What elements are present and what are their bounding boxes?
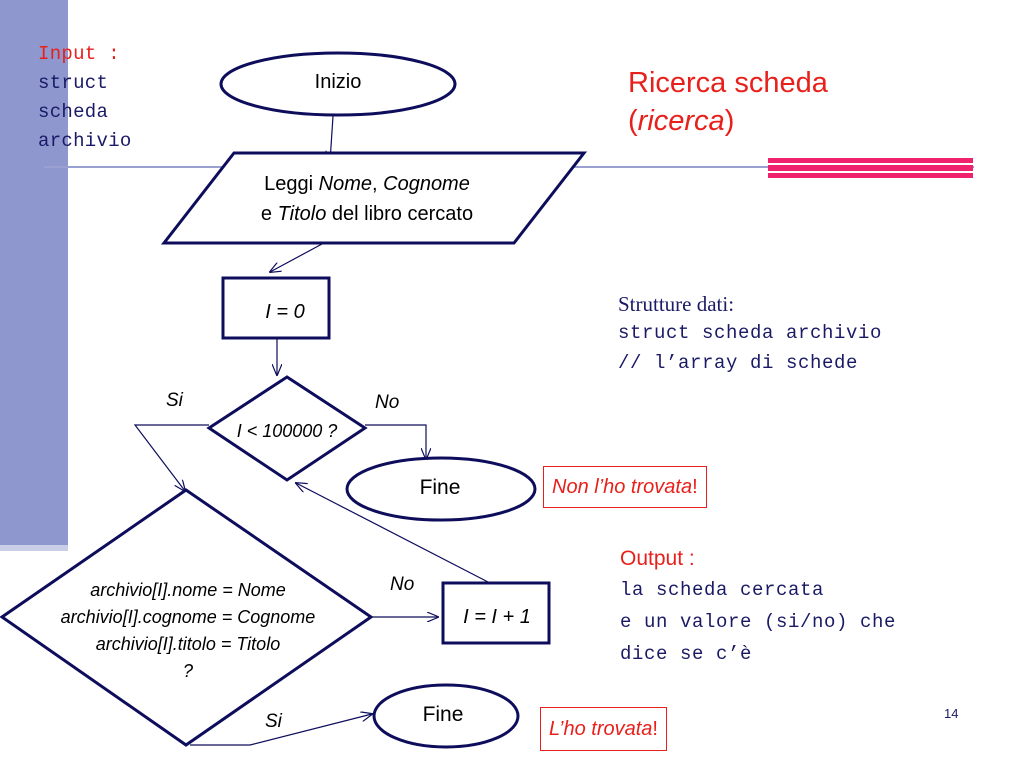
read-comma: , bbox=[372, 173, 383, 195]
match-line: archivio[I].nome = Nome bbox=[90, 580, 286, 600]
read-text: Leggi bbox=[264, 173, 319, 195]
yes-label: Si bbox=[265, 711, 283, 732]
no-label: No bbox=[390, 574, 414, 595]
data-structures-line: struct scheda archivio bbox=[618, 322, 883, 344]
increment-label: I = I + 1 bbox=[463, 606, 531, 628]
arrow-match-yes bbox=[190, 714, 372, 746]
read-text: del libro cercato bbox=[326, 203, 473, 225]
not-found-bang: ! bbox=[692, 476, 698, 498]
data-structures-heading: Strutture dati: bbox=[618, 292, 735, 316]
title-paren-open: ( bbox=[628, 105, 638, 137]
input-line: scheda bbox=[38, 101, 109, 123]
flow-connectors bbox=[133, 115, 489, 746]
arrow-loop-no bbox=[365, 424, 426, 459]
start-terminal bbox=[219, 51, 457, 117]
title-line: Ricerca scheda bbox=[628, 67, 828, 99]
data-structures-line: // l’array di schede bbox=[618, 352, 859, 374]
end-label: Fine bbox=[423, 703, 464, 726]
end-terminal-found bbox=[372, 683, 520, 749]
read-titolo: Titolo bbox=[278, 203, 327, 225]
init-label: I = 0 bbox=[265, 301, 304, 323]
arrow-increment-loop bbox=[296, 483, 489, 583]
sidebar-decoration bbox=[0, 0, 68, 545]
input-line: archivio bbox=[38, 130, 132, 152]
read-line-2: e Titolo del libro cercato bbox=[261, 203, 473, 225]
loop-condition-label: I < 100000 ? bbox=[237, 421, 338, 441]
start-label: Inizio bbox=[315, 71, 362, 93]
match-line: archivio[I].titolo = Titolo bbox=[96, 634, 280, 654]
not-found-text: Non l’ho trovata bbox=[552, 476, 693, 498]
end-terminal-not-found bbox=[345, 456, 537, 522]
output-heading: Output : bbox=[620, 547, 695, 570]
function-name: ricerca bbox=[637, 105, 725, 137]
read-line-1: Leggi Nome, Cognome bbox=[264, 173, 470, 195]
yes-label: Si bbox=[166, 390, 184, 411]
read-cognome: Cognome bbox=[383, 173, 470, 195]
read-text: e bbox=[261, 203, 278, 225]
end-label: Fine bbox=[420, 476, 461, 499]
input-block: Input : struct scheda archivio bbox=[38, 40, 132, 156]
input-line: struct bbox=[38, 72, 109, 94]
loop-condition-diamond bbox=[206, 375, 368, 482]
arrow-loop-yes bbox=[133, 424, 209, 491]
input-label: Input : bbox=[38, 43, 120, 65]
arrow-read-to-init bbox=[270, 243, 323, 272]
match-line: archivio[I].cognome = Cognome bbox=[61, 607, 316, 627]
found-note: L’ho trovata! bbox=[540, 707, 667, 751]
read-nome: Nome bbox=[319, 173, 372, 195]
match-line: ? bbox=[183, 661, 193, 681]
no-label: No bbox=[375, 392, 399, 413]
match-condition-diamond bbox=[0, 488, 374, 747]
read-input-box bbox=[160, 151, 588, 245]
data-structures: Strutture dati: struct scheda archivio /… bbox=[618, 290, 882, 378]
found-text: L’ho trovata bbox=[549, 718, 653, 740]
output-line: la scheda cercata bbox=[620, 579, 825, 601]
init-box bbox=[221, 276, 331, 340]
sidebar-shadow bbox=[0, 545, 68, 551]
output-block: Output : la scheda cercata e un valore (… bbox=[620, 544, 896, 670]
output-line: e un valore (si/no) che bbox=[620, 611, 897, 633]
title-subline: (ricerca) bbox=[628, 102, 828, 140]
slide-title: Ricerca scheda (ricerca) bbox=[628, 64, 828, 140]
increment-box bbox=[441, 581, 551, 645]
accent-bar bbox=[768, 158, 973, 178]
page-number: 14 bbox=[944, 706, 959, 721]
title-paren-close: ) bbox=[724, 105, 735, 137]
output-line: dice se c’è bbox=[620, 643, 753, 665]
found-bang: ! bbox=[652, 718, 658, 740]
not-found-note: Non l’ho trovata! bbox=[543, 466, 707, 508]
